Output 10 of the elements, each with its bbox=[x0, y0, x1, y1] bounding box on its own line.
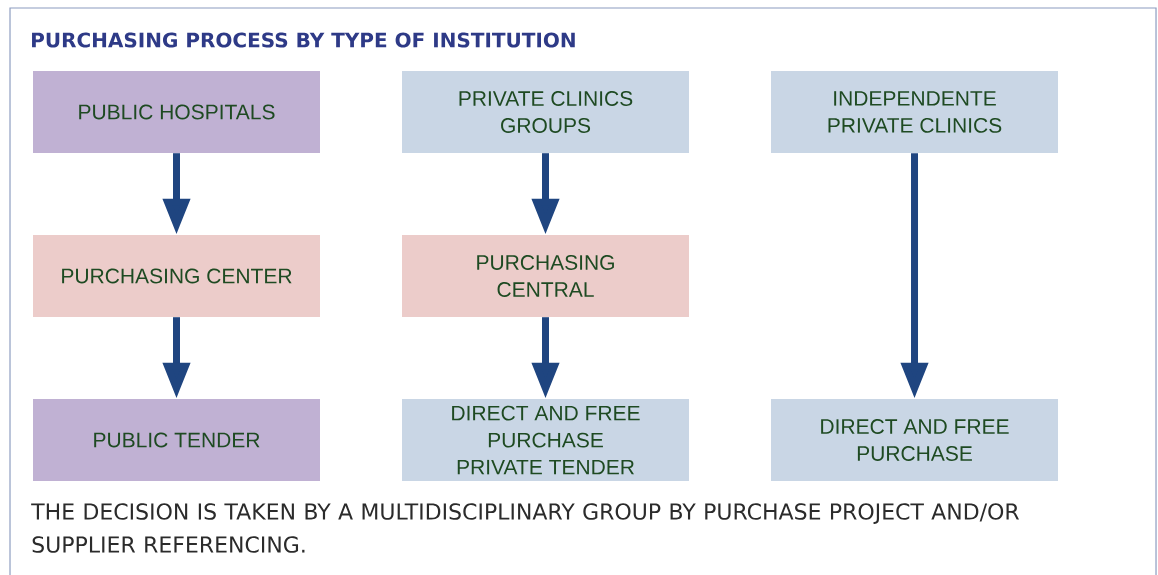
note: THE DECISION IS TAKEN BY A MULTIDISCIPLINARY GROUP BY PURCHASE PROJECT AND/OR SUPPLIER REFERENCING. bbox=[31, 503, 1019, 553]
process-box: PURCHASING CENTRAL bbox=[402, 235, 689, 317]
title: PURCHASING PROCESS BY TYPE OF INSTITUTION bbox=[32, 32, 575, 48]
process-box: PURCHASING CENTER bbox=[33, 235, 320, 317]
process-box: PUBLIC TENDER bbox=[33, 399, 320, 481]
process-box: INDEPENDENTE PRIVATE CLINICS bbox=[771, 71, 1058, 153]
process-box: DIRECT AND FREE PURCHASE PRIVATE TENDER bbox=[402, 399, 689, 481]
process-box: PUBLIC HOSPITALS bbox=[33, 71, 320, 153]
process-box: PRIVATE CLINICS GROUPS bbox=[402, 71, 689, 153]
process-box: DIRECT AND FREE PURCHASE bbox=[771, 399, 1058, 481]
